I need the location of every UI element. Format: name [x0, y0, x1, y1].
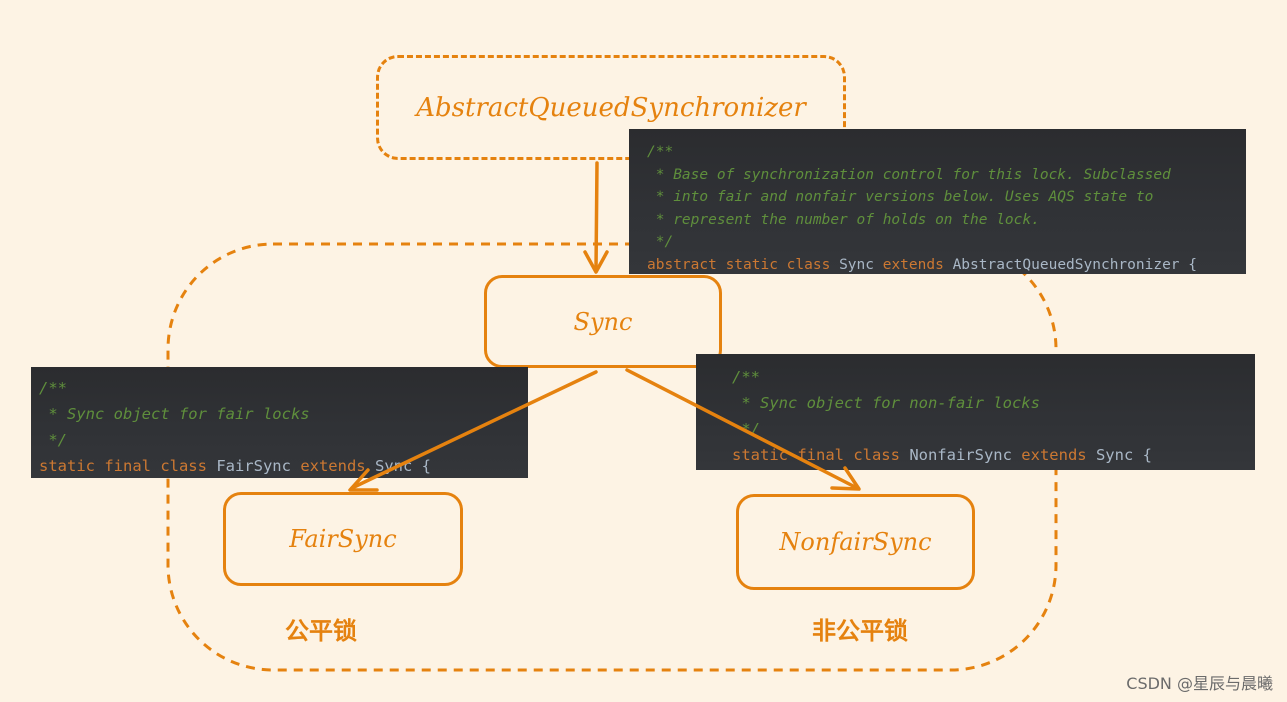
- arrow-sync-to-nonfair: [625, 368, 859, 490]
- code-line: /**: [39, 379, 67, 397]
- code-keyword: abstract static class: [647, 256, 840, 273]
- code-parent-name: Sync {: [1095, 446, 1152, 464]
- code-line: */: [647, 234, 674, 250]
- code-keyword: static final class: [732, 446, 910, 464]
- arrow-aqs-to-sync-head: [583, 250, 609, 274]
- arrow-aqs-to-sync: [594, 161, 599, 272]
- code-line: * into fair and nonfair versions below. …: [647, 189, 1154, 205]
- watermark: CSDN @星辰与晨曦: [1126, 674, 1273, 693]
- code-panel-fair: /** * Sync object for fair locks */ stat…: [31, 367, 528, 478]
- code-class-name: NonfairSync: [909, 446, 1022, 464]
- code-parent-name: AbstractQueuedSynchronizer {: [952, 256, 1197, 273]
- nonfairsync-node-label: NonfairSync: [779, 528, 932, 556]
- code-keyword: extends: [300, 457, 375, 475]
- fair-lock-label: 公平锁: [285, 617, 357, 645]
- code-keyword: extends: [1021, 446, 1096, 464]
- arrow-sync-to-fair: [350, 370, 598, 490]
- aqs-node: AbstractQueuedSynchronizer: [376, 55, 846, 160]
- nonfairsync-node: NonfairSync: [736, 494, 975, 590]
- code-panel-nonfair: /** * Sync object for non-fair locks */ …: [696, 354, 1255, 470]
- code-line: * Base of synchronization control for th…: [647, 166, 1171, 183]
- arrow-sync-to-nonfair-head: [830, 466, 861, 491]
- code-line: */: [732, 420, 760, 438]
- code-line: * Sync object for fair locks: [39, 405, 310, 423]
- sync-node: Sync: [484, 275, 722, 368]
- fairsync-node-label: FairSync: [289, 525, 397, 553]
- code-class-name: FairSync: [216, 457, 301, 475]
- code-panel-sync: /** * Base of synchronization control fo…: [629, 129, 1246, 274]
- code-parent-name: Sync {: [374, 457, 431, 475]
- code-line: */: [39, 431, 67, 449]
- code-keyword: extends: [882, 256, 953, 273]
- code-line: /**: [647, 144, 674, 160]
- code-keyword: static final class: [39, 457, 217, 475]
- aqs-node-label: AbstractQueuedSynchronizer: [416, 92, 806, 123]
- code-line: * Sync object for non-fair locks: [732, 394, 1040, 412]
- fairsync-node: FairSync: [223, 492, 463, 586]
- sync-node-label: Sync: [573, 307, 633, 336]
- nonfair-lock-label: 非公平锁: [812, 617, 908, 645]
- arrow-sync-to-fair-head: [348, 468, 379, 492]
- code-class-name: Sync: [839, 256, 883, 273]
- code-line: * represent the number of holds on the l…: [647, 211, 1040, 228]
- code-line: /**: [732, 368, 760, 386]
